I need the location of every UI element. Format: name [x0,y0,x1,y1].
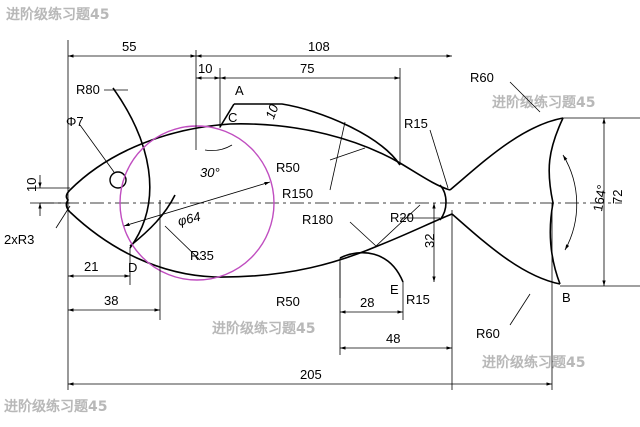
dim-55: 55 [122,39,136,54]
phi64-circle [119,125,275,281]
watermark-top-right: 进阶级练习题45 [492,95,596,111]
fish-body [65,87,564,285]
dim-108: 108 [308,39,330,54]
dim-21: 21 [84,259,98,274]
watermark-bottom-right: 进阶级练习题45 [482,355,586,371]
angle-30: 30° [200,165,220,180]
point-b: B [562,290,571,305]
label-r60-top: R60 [470,70,494,85]
watermark-center: 进阶级练习题45 [212,321,316,337]
label-r60-bot: R60 [476,326,500,341]
dim-32: 32 [422,234,437,248]
dim-38: 38 [104,293,118,308]
label-r80: R80 [76,82,100,97]
eye-circle [109,171,127,189]
label-r180: R180 [302,212,333,227]
label-r20: R20 [390,210,414,225]
watermark-top-left: 进阶级练习题45 [6,7,110,23]
label-r50-top: R50 [276,160,300,175]
leader-lines [55,81,541,326]
dim-28: 28 [360,295,374,310]
label-r15-bot: R15 [406,292,430,307]
point-e: E [390,282,399,297]
dim-48: 48 [386,331,400,346]
label-r3: 2xR3 [4,232,34,247]
label-r35: R35 [190,248,214,263]
label-phi7: Φ7 [66,114,84,129]
dimension-lines [38,54,606,386]
point-a: A [235,83,244,98]
label-r15-top: R15 [404,116,428,131]
dim-10-slant: 10 [262,102,281,121]
point-d: D [128,260,137,275]
watermark-bottom-left: 进阶级练习题45 [4,399,108,415]
dim-75: 75 [300,61,314,76]
label-r50-bot: R50 [276,294,300,309]
dim-205: 205 [300,367,322,382]
point-c: C [228,110,237,125]
angle-164: 164° [590,184,609,213]
dim-10-vert: 10 [24,178,39,192]
dim-10-top: 10 [198,61,212,76]
dim-72: 72 [610,190,625,204]
label-r150: R150 [282,186,313,201]
label-phi64: φ64 [176,209,202,229]
